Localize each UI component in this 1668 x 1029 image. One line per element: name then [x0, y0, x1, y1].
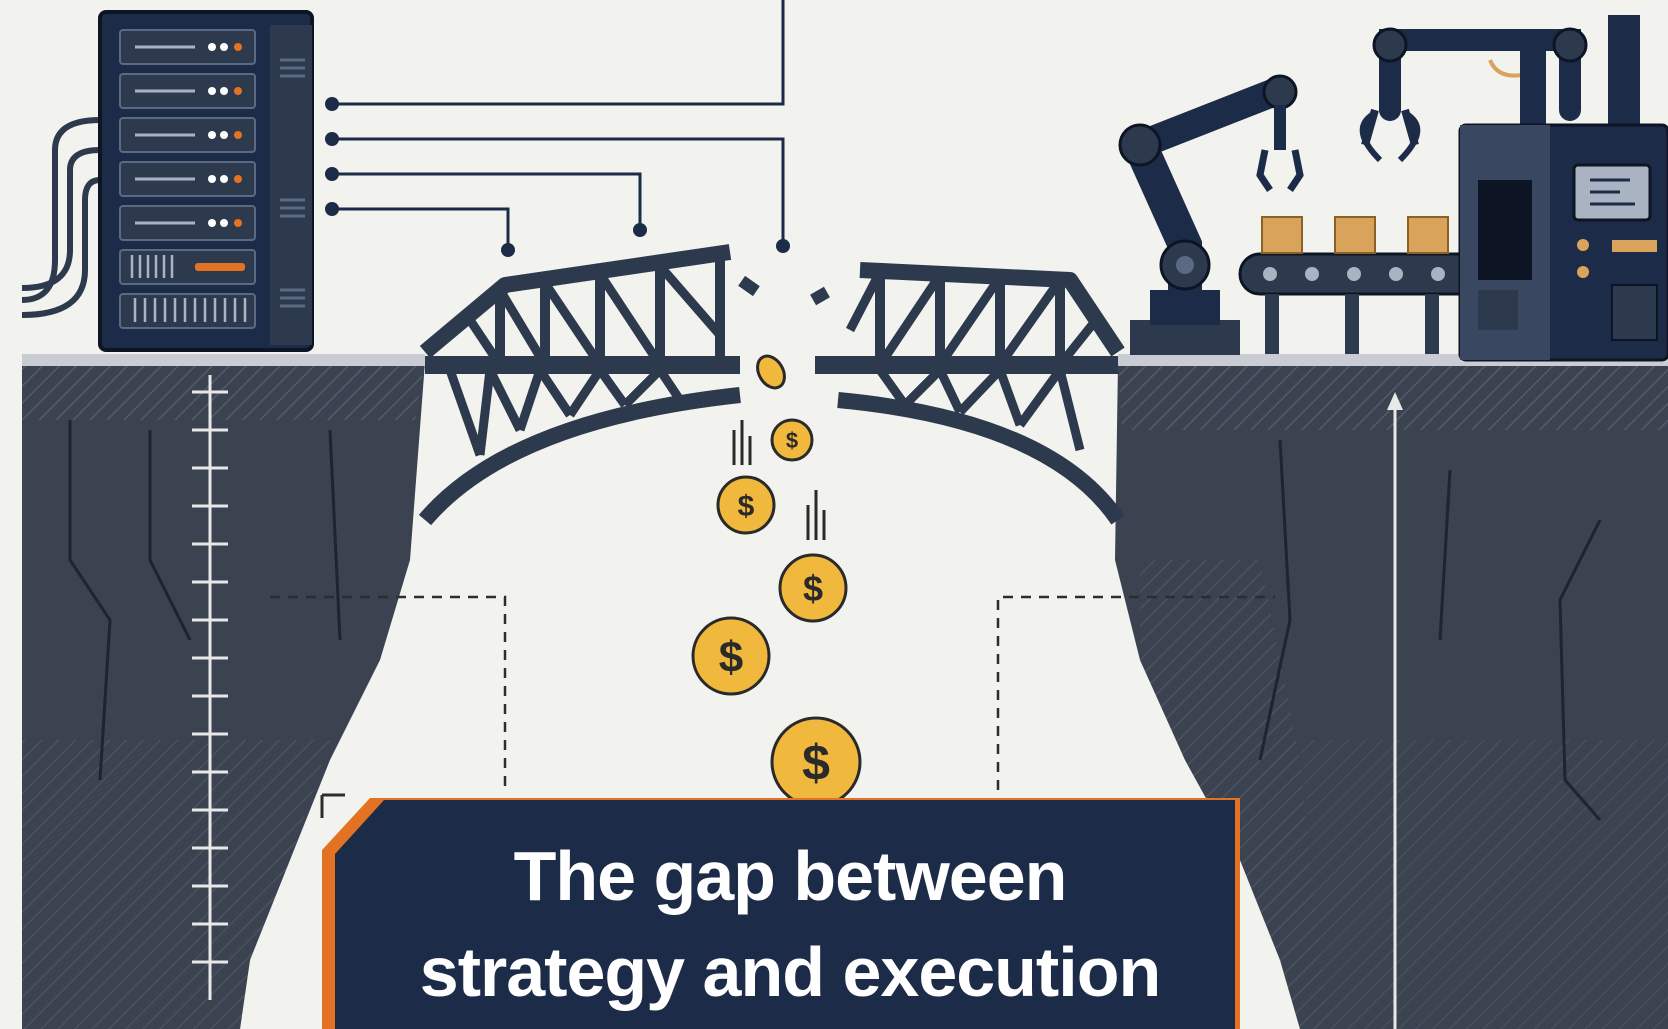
debris	[738, 275, 830, 306]
right-cliff	[996, 354, 1668, 1029]
factory-icon	[1458, 15, 1668, 362]
broken-bridge-left	[418, 244, 741, 526]
svg-text:$: $	[802, 735, 830, 791]
dollar-coin-icon: $	[716, 475, 776, 535]
robot-arm-icon	[1359, 27, 1588, 163]
svg-text:$: $	[786, 428, 798, 453]
svg-text:$: $	[803, 568, 823, 609]
title-banner	[320, 793, 1240, 1029]
connector-lines	[332, 0, 785, 250]
dollar-coin-icon: $	[778, 553, 848, 623]
svg-text:$: $	[738, 490, 755, 523]
left-cliff	[22, 354, 507, 1029]
server-rack-icon	[21, 10, 314, 352]
banner-title-line-2: strategy and execution	[419, 933, 1161, 1011]
falling-coins: $ $ $ $ $	[691, 354, 862, 808]
broken-bridge-right	[815, 262, 1125, 525]
banner-title: The gap between strategy and execution	[330, 828, 1250, 1020]
dollar-coin-icon: $	[770, 418, 814, 462]
depth-scale-icon	[192, 375, 228, 1000]
robot-arm-icon	[1118, 74, 1304, 355]
banner-title-line-1: The gap between	[513, 837, 1068, 915]
dollar-coin-icon	[756, 354, 786, 390]
dollar-coin-icon: $	[691, 616, 771, 696]
svg-text:$: $	[719, 633, 743, 682]
dollar-coin-icon: $	[770, 716, 862, 808]
